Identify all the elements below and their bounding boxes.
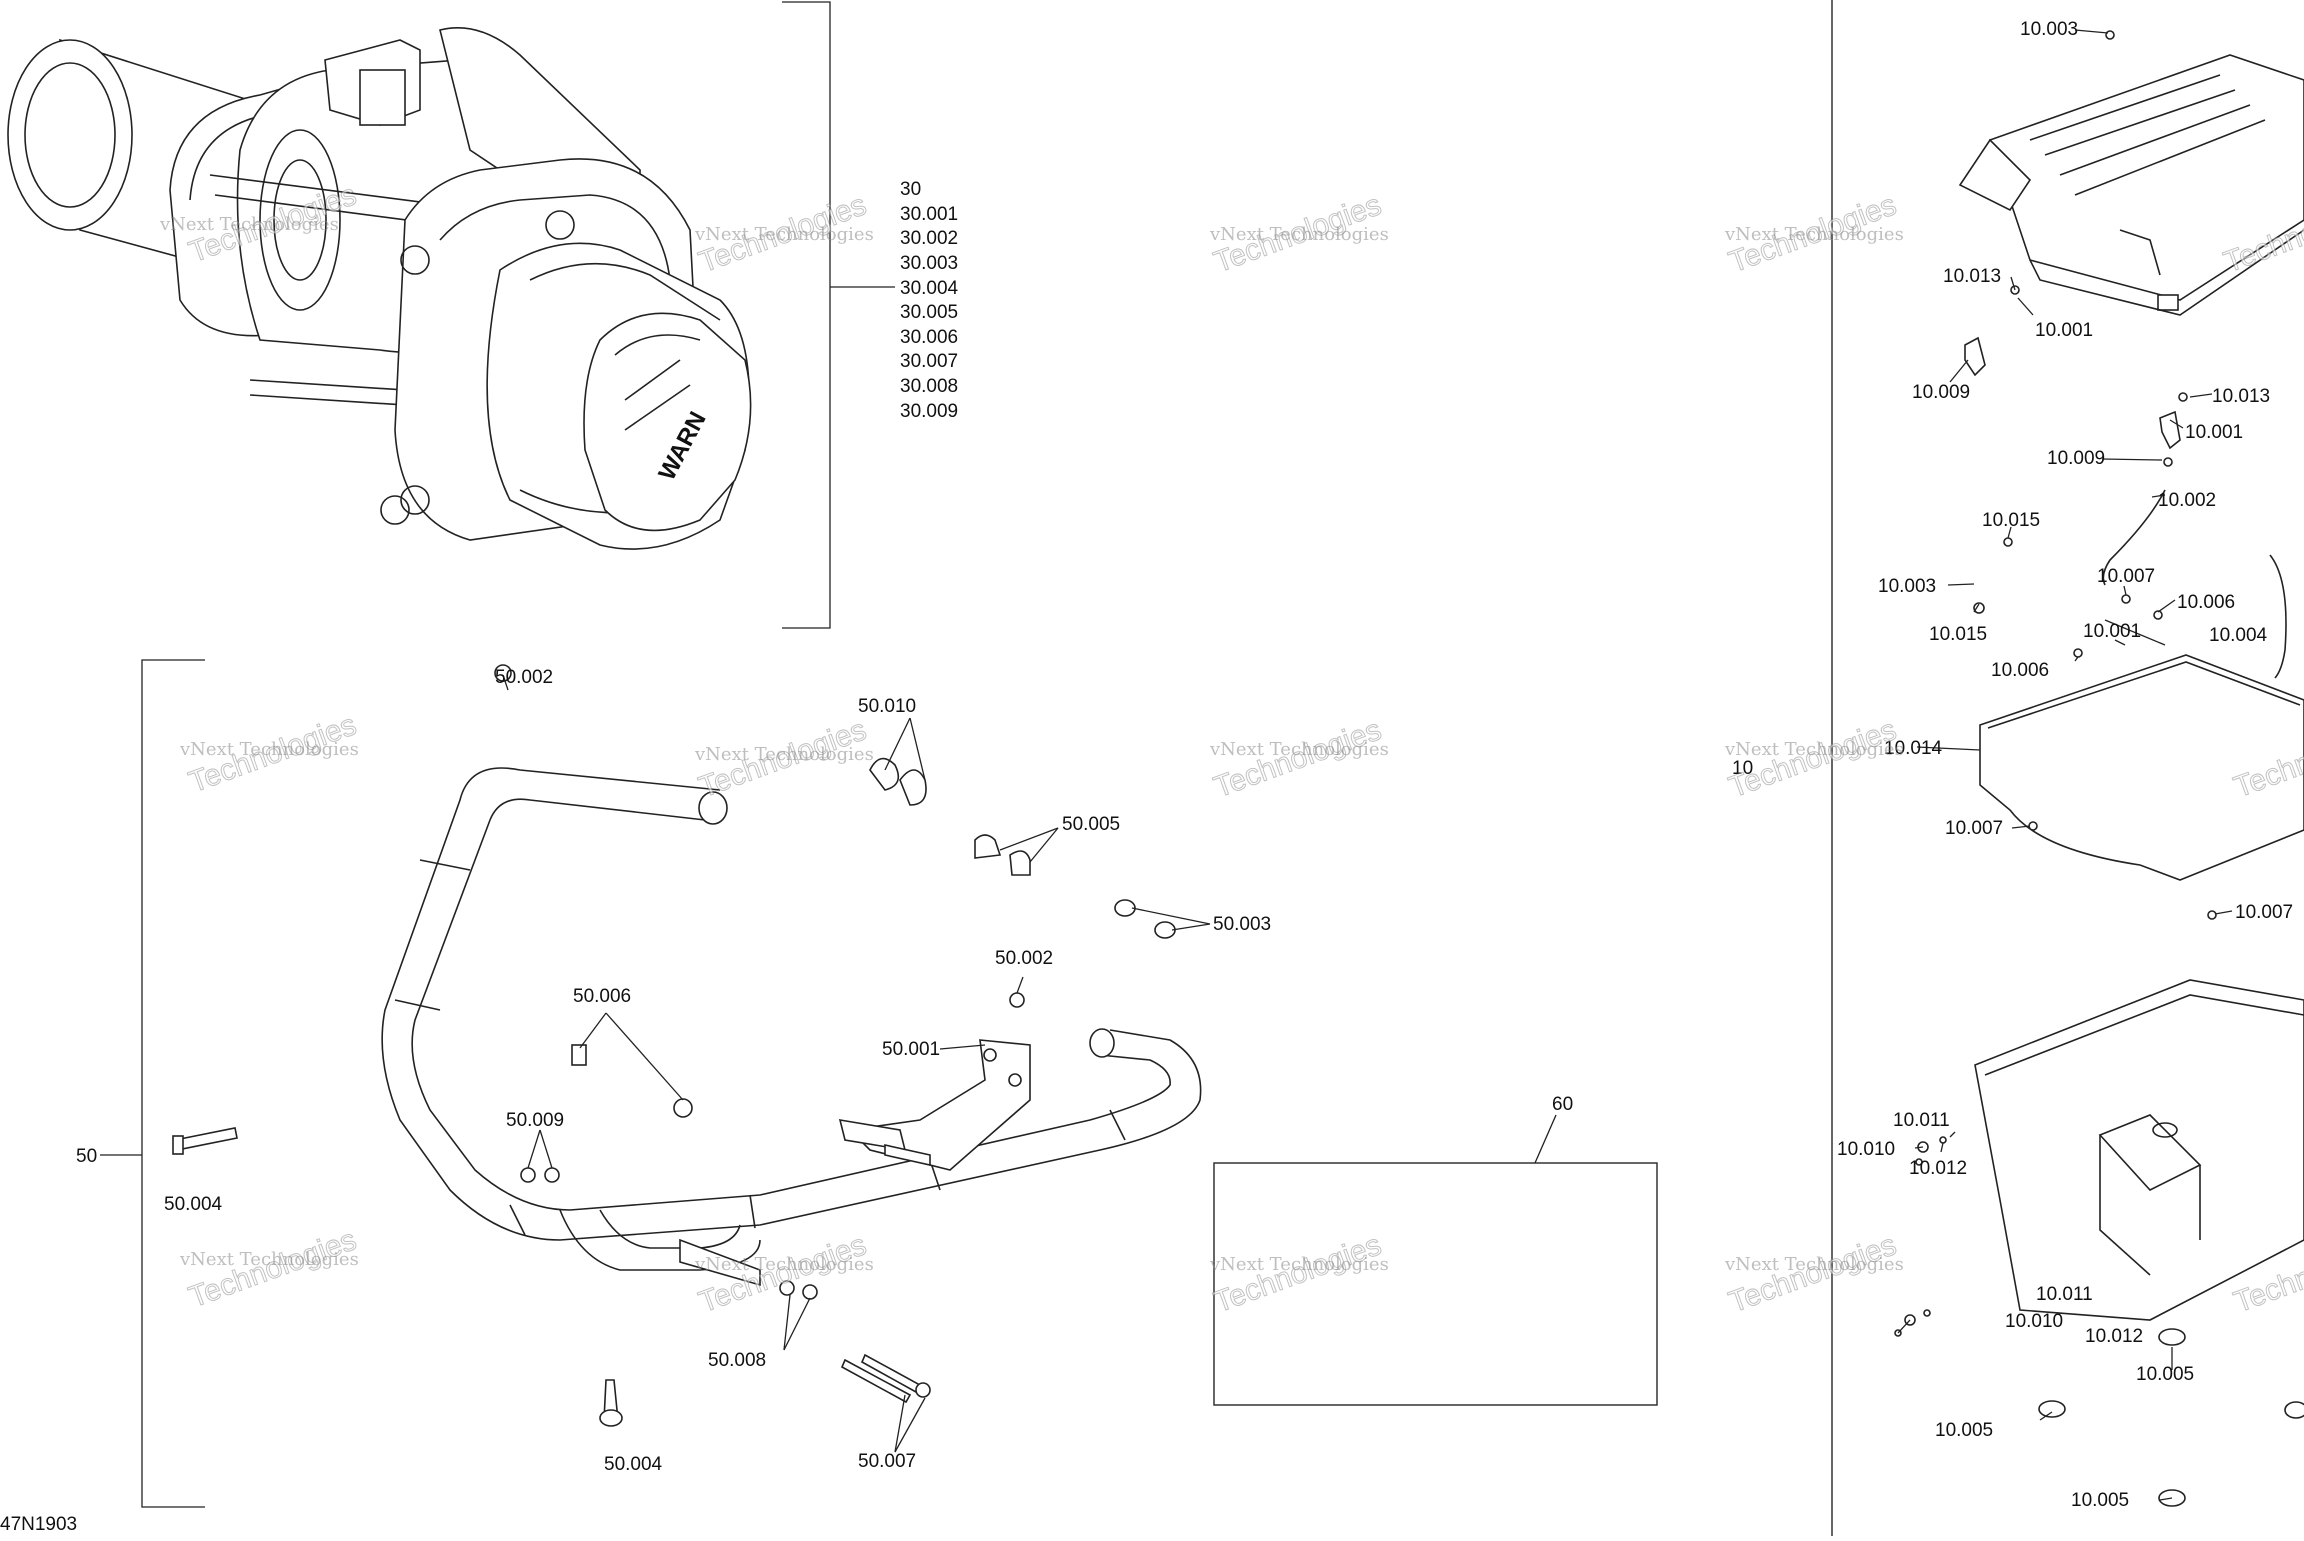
labels-50: 50.002 50.010 50.005 50.003 50.002 50.00… bbox=[164, 667, 1271, 1475]
label-10-013b: 10.013 bbox=[2212, 386, 2270, 407]
winch-assembly: WARN bbox=[7, 27, 752, 550]
watermark-text: Technologies bbox=[2230, 713, 2304, 804]
label-10-009: 10.009 bbox=[1912, 382, 1970, 403]
ref-30-003: 30.003 bbox=[900, 253, 958, 274]
watermark-text: vNext Technologies bbox=[694, 744, 874, 765]
group-30-ref-list: 30 30.001 30.002 30.003 30.004 30.005 30… bbox=[900, 179, 959, 422]
label-10-003b: 10.003 bbox=[1878, 576, 1936, 597]
label-10-009b: 10.009 bbox=[2047, 448, 2105, 469]
label-10-010b: 10.010 bbox=[2005, 1311, 2063, 1332]
label-50-002: 50.002 bbox=[495, 667, 553, 688]
label-50-004: 50.004 bbox=[164, 1194, 223, 1215]
group-30-bracket bbox=[782, 1, 831, 629]
label-10-011b: 10.011 bbox=[2036, 1284, 2093, 1305]
group-60-label: 60 bbox=[1552, 1094, 1573, 1115]
hardware-50 bbox=[172, 664, 1211, 1453]
label-50-003: 50.003 bbox=[1213, 914, 1271, 935]
watermark-text: vNext Technologies bbox=[1724, 224, 1904, 245]
label-10-005c: 10.005 bbox=[2071, 1490, 2129, 1511]
label-10-002: 10.002 bbox=[2158, 490, 2216, 511]
label-10-012b: 10.012 bbox=[2085, 1326, 2143, 1347]
label-50-008: 50.008 bbox=[708, 1350, 766, 1371]
leaders-10 bbox=[1897, 29, 2233, 1501]
watermark-text: vNext Technologies bbox=[159, 214, 339, 235]
ref-30-002: 30.002 bbox=[900, 228, 958, 249]
ref-30-009: 30.009 bbox=[900, 401, 958, 422]
label-10-007c: 10.007 bbox=[2235, 902, 2293, 923]
label-50-009: 50.009 bbox=[506, 1110, 564, 1131]
ref-30-008: 30.008 bbox=[900, 376, 958, 397]
label-50-005: 50.005 bbox=[1062, 814, 1120, 835]
ref-30-001: 30.001 bbox=[900, 204, 958, 225]
label-10-001b: 10.001 bbox=[2185, 422, 2243, 443]
drawing-id: 47N1903 bbox=[0, 1514, 77, 1535]
watermark-text: vNext Technologies bbox=[694, 1254, 874, 1275]
group-50-label: 50 bbox=[76, 1146, 97, 1167]
storage-box-lid bbox=[1958, 54, 2304, 316]
ref-30: 30 bbox=[900, 179, 921, 200]
latch-parts bbox=[1964, 30, 2304, 920]
label-10-006: 10.006 bbox=[2177, 592, 2235, 613]
label-10-004: 10.004 bbox=[2209, 625, 2268, 646]
storage-box-tub bbox=[1894, 979, 2304, 1507]
label-50-004b: 50.004 bbox=[604, 1454, 663, 1475]
label-10-007: 10.007 bbox=[2097, 566, 2155, 587]
group-10-label: 10 bbox=[1732, 758, 1753, 779]
label-10-001: 10.001 bbox=[2035, 320, 2093, 341]
watermark-text: vNext Technologies bbox=[1209, 739, 1389, 760]
label-10-015b: 10.015 bbox=[1929, 624, 1987, 645]
label-10-014: 10.014 bbox=[1884, 738, 1943, 759]
label-50-001: 50.001 bbox=[882, 1039, 940, 1060]
watermark-text: vNext Technologies bbox=[1209, 224, 1389, 245]
label-10-007b: 10.007 bbox=[1945, 818, 2003, 839]
label-10-012: 10.012 bbox=[1909, 1158, 1967, 1179]
watermark-text: vNext Technologies bbox=[1724, 1254, 1904, 1275]
label-10-015: 10.015 bbox=[1982, 510, 2040, 531]
ref-30-005: 30.005 bbox=[900, 302, 958, 323]
watermark-text: vNext Technologies bbox=[179, 1249, 359, 1270]
label-10-013: 10.013 bbox=[1943, 266, 2001, 287]
group-50-bracket bbox=[141, 659, 205, 1508]
label-10-001c: 10.001 bbox=[2083, 621, 2141, 642]
watermark-text: vNext Technologies bbox=[179, 739, 359, 760]
label-10-010: 10.010 bbox=[1837, 1139, 1895, 1160]
label-50-002b: 50.002 bbox=[995, 948, 1053, 969]
label-10-006b: 10.006 bbox=[1991, 660, 2049, 681]
group-60-box bbox=[1213, 1162, 1658, 1406]
bumper-tube bbox=[381, 767, 1202, 1287]
label-50-007: 50.007 bbox=[858, 1451, 916, 1472]
label-10-005: 10.005 bbox=[2136, 1364, 2194, 1385]
label-50-010: 50.010 bbox=[858, 696, 916, 717]
ref-30-006: 30.006 bbox=[900, 327, 958, 348]
label-10-003: 10.003 bbox=[2020, 19, 2078, 40]
label-50-006: 50.006 bbox=[573, 986, 631, 1007]
label-10-011: 10.011 bbox=[1893, 1110, 1950, 1131]
ref-30-007: 30.007 bbox=[900, 351, 958, 372]
watermark-text: vNext Technologies bbox=[1209, 1254, 1389, 1275]
watermark-text: vNext Technologies bbox=[1724, 739, 1904, 760]
label-10-005b: 10.005 bbox=[1935, 1420, 1993, 1441]
ref-30-004: 30.004 bbox=[900, 278, 959, 299]
labels-10: 10.003 10.013 10.001 10.009 10.013 10.00… bbox=[1732, 19, 2293, 1511]
watermark-text: vNext Technologies bbox=[694, 224, 874, 245]
